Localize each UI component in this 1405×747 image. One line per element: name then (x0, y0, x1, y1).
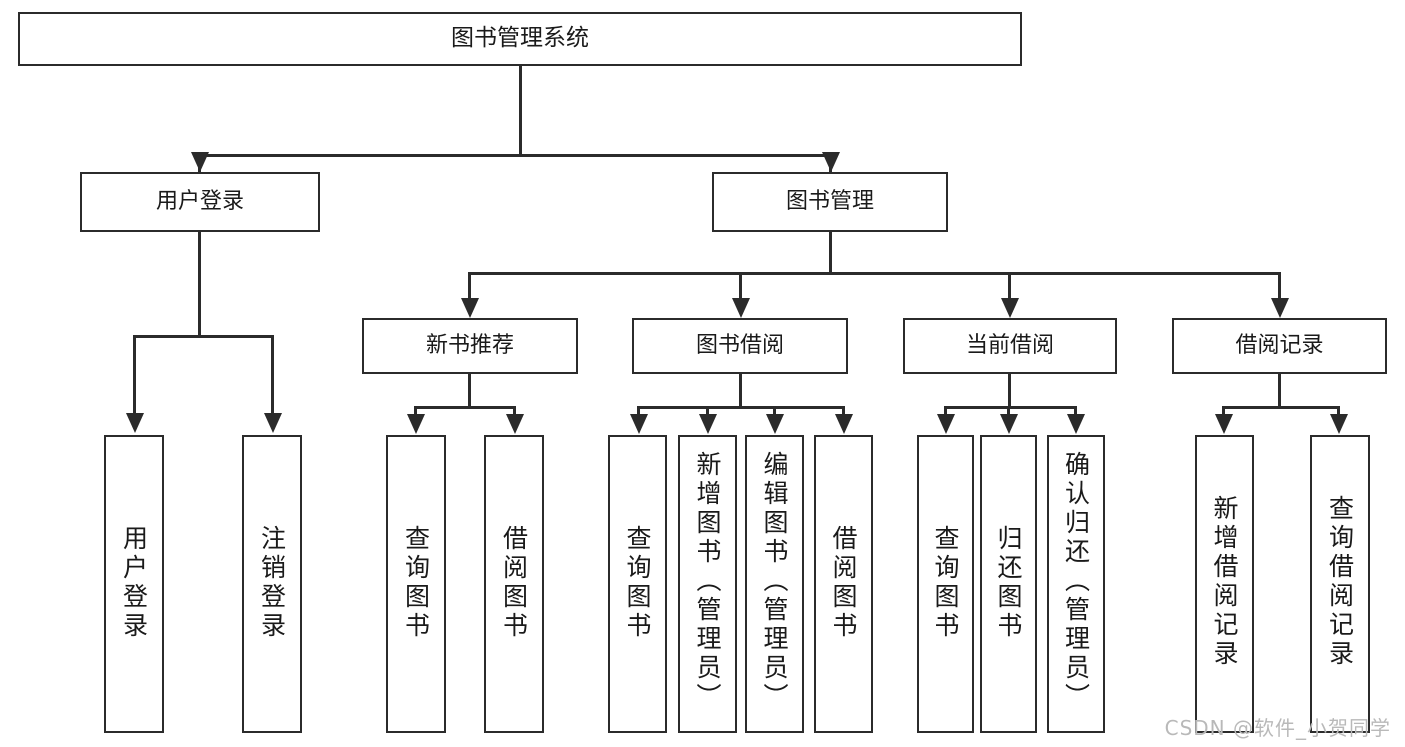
leaf-current-return-book[interactable]: 归还图书 (980, 435, 1037, 733)
connector-login-bus (133, 335, 273, 338)
connector-borrow-to-query (637, 406, 640, 418)
node-book-management[interactable]: 图书管理 (712, 172, 948, 232)
arrow-record-to-query (1330, 414, 1348, 434)
connector-record-to-query (1337, 406, 1340, 418)
leaf-user-login-label: 用户登录 (119, 525, 149, 641)
leaf-newbook-borrow-book-label: 借阅图书 (499, 525, 529, 641)
arrow-borrow-to-edit (766, 414, 784, 434)
connector-record-bus (1222, 406, 1340, 409)
leaf-borrow-edit-book-admin-label: 编辑图书（管理员） (760, 451, 789, 712)
leaf-current-query-book-label: 查询图书 (931, 525, 960, 641)
leaf-borrow-add-book-admin-label: 新增图书（管理员） (693, 451, 722, 712)
arrow-root-to-login (191, 152, 209, 172)
node-current-borrow[interactable]: 当前借阅 (903, 318, 1117, 374)
connector-borrow-stem (739, 374, 742, 408)
leaf-current-query-book[interactable]: 查询图书 (917, 435, 974, 733)
leaf-record-query-borrow-record[interactable]: 查询借阅记录 (1310, 435, 1370, 733)
connector-root-bus (198, 154, 832, 157)
connector-root-stem (519, 66, 522, 156)
connector-login-stem (198, 232, 201, 337)
leaf-record-add-borrow-record[interactable]: 新增借阅记录 (1195, 435, 1254, 733)
node-user-login[interactable]: 用户登录 (80, 172, 320, 232)
leaf-borrow-query-book[interactable]: 查询图书 (608, 435, 667, 733)
leaf-borrow-borrow-book-label: 借阅图书 (829, 525, 858, 641)
connector-borrow-to-borrowbook (842, 406, 845, 418)
arrow-login-to-userlogin (126, 413, 144, 433)
arrow-bookmgr-to-borrow (732, 298, 750, 318)
arrow-current-to-return (1000, 414, 1018, 434)
arrow-newbook-to-borrow (506, 414, 524, 434)
connector-current-to-query (944, 406, 947, 418)
connector-login-to-userlogin (133, 335, 136, 417)
arrow-root-to-bookmgr (822, 152, 840, 172)
leaf-newbook-query-book-label: 查询图书 (401, 525, 431, 641)
leaf-record-query-borrow-record-label: 查询借阅记录 (1325, 495, 1355, 669)
connector-current-to-confirm (1074, 406, 1077, 418)
connector-borrow-to-add (706, 406, 709, 418)
connector-borrow-to-edit (773, 406, 776, 418)
arrow-current-to-confirm (1067, 414, 1085, 434)
connector-borrow-bus (637, 406, 844, 409)
leaf-current-return-book-label: 归还图书 (994, 525, 1023, 641)
arrow-bookmgr-to-newbook (461, 298, 479, 318)
arrow-record-to-add (1215, 414, 1233, 434)
leaf-current-confirm-return-admin[interactable]: 确认归还（管理员） (1047, 435, 1105, 733)
connector-record-stem (1278, 374, 1281, 408)
watermark: CSDN @软件_小贺同学 (1164, 716, 1391, 740)
connector-newbook-to-borrow (513, 406, 516, 418)
connector-current-stem (1008, 374, 1011, 408)
connector-login-to-logout (271, 335, 274, 417)
leaf-newbook-query-book[interactable]: 查询图书 (386, 435, 446, 733)
arrow-newbook-to-query (407, 414, 425, 434)
connector-newbook-bus (414, 406, 516, 409)
node-user-login-label: 用户登录 (155, 189, 244, 215)
connector-bookmgr-bus (468, 272, 1280, 275)
node-new-book-recommend-label: 新书推荐 (425, 333, 514, 359)
arrow-borrow-to-query (630, 414, 648, 434)
arrow-borrow-to-add (699, 414, 717, 434)
node-book-management-label: 图书管理 (785, 189, 874, 215)
connector-newbook-to-query (414, 406, 417, 418)
node-current-borrow-label: 当前借阅 (965, 333, 1054, 359)
leaf-logout[interactable]: 注销登录 (242, 435, 302, 733)
leaf-logout-label: 注销登录 (257, 525, 287, 641)
leaf-borrow-query-book-label: 查询图书 (623, 525, 652, 641)
connector-bookmgr-stem (829, 232, 832, 274)
arrow-bookmgr-to-current (1001, 298, 1019, 318)
leaf-borrow-borrow-book[interactable]: 借阅图书 (814, 435, 873, 733)
connector-bookmgr-to-newbook (468, 272, 471, 302)
node-borrow-record[interactable]: 借阅记录 (1172, 318, 1387, 374)
leaf-borrow-edit-book-admin[interactable]: 编辑图书（管理员） (745, 435, 804, 733)
leaf-current-confirm-return-admin-label: 确认归还（管理员） (1061, 451, 1091, 712)
connector-newbook-stem (468, 374, 471, 408)
connector-bookmgr-to-record (1278, 272, 1281, 302)
node-book-borrow-label: 图书借阅 (695, 333, 784, 359)
arrow-borrow-to-borrowbook (835, 414, 853, 434)
node-root[interactable]: 图书管理系统 (18, 12, 1022, 66)
connector-record-to-add (1222, 406, 1225, 418)
leaf-record-add-borrow-record-label: 新增借阅记录 (1210, 495, 1239, 669)
arrow-login-to-logout (264, 413, 282, 433)
leaf-borrow-add-book-admin[interactable]: 新增图书（管理员） (678, 435, 737, 733)
arrow-current-to-query (937, 414, 955, 434)
node-book-borrow[interactable]: 图书借阅 (632, 318, 848, 374)
connector-bookmgr-to-borrow (739, 272, 742, 302)
leaf-newbook-borrow-book[interactable]: 借阅图书 (484, 435, 544, 733)
leaf-user-login[interactable]: 用户登录 (104, 435, 164, 733)
connector-bookmgr-to-current (1008, 272, 1011, 302)
arrow-bookmgr-to-record (1271, 298, 1289, 318)
connector-current-bus (944, 406, 1077, 409)
node-borrow-record-label: 借阅记录 (1235, 333, 1324, 359)
node-root-label: 图书管理系统 (451, 25, 589, 52)
node-new-book-recommend[interactable]: 新书推荐 (362, 318, 578, 374)
connector-current-to-return (1007, 406, 1010, 418)
